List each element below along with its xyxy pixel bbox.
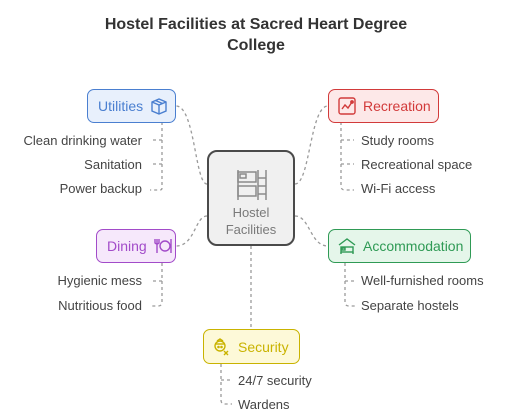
node-utilities-label: Utilities [98, 98, 144, 114]
recreation-item-2: Recreational space [361, 157, 473, 172]
dining-item-1: Hygienic mess [57, 273, 142, 288]
node-accommodation-label: Accommodation [363, 238, 464, 254]
guard-icon [212, 337, 232, 357]
bed-house-icon [337, 236, 357, 256]
recreation-item-1: Study rooms [361, 133, 434, 148]
connector-accommodation-items [344, 263, 356, 307]
connector-security-items [220, 364, 232, 405]
recreation-item-3: Wi-Fi access [361, 181, 436, 196]
connector-dining [175, 215, 208, 247]
connector-dining-items [150, 263, 163, 307]
node-accommodation[interactable]: Accommodation [328, 229, 471, 263]
box-icon [149, 96, 169, 116]
node-security-label: Security [238, 338, 289, 355]
node-recreation-label: Recreation [363, 98, 431, 114]
connector-utilities [175, 105, 208, 185]
node-recreation[interactable]: Recreation [328, 89, 439, 123]
activity-icon [337, 96, 357, 116]
security-item-2: Wardens [238, 397, 290, 412]
utilities-item-1: Clean drinking water [23, 133, 142, 148]
node-utilities[interactable]: Utilities [87, 89, 176, 123]
dining-item-2: Nutritious food [58, 298, 142, 313]
accommodation-item-1: Well-furnished rooms [361, 273, 484, 288]
connector-recreation-items [340, 122, 354, 191]
bunk-bed-icon [236, 168, 270, 207]
utilities-item-2: Sanitation [84, 157, 142, 172]
dining-icon [153, 236, 173, 256]
center-node-hostel-facilities[interactable]: Hostel Facilities [207, 150, 295, 246]
node-dining[interactable]: Dining [96, 229, 176, 263]
node-security[interactable]: Security [203, 329, 300, 364]
utilities-item-3: Power backup [59, 181, 142, 196]
connector-utilities-items [150, 122, 163, 191]
connector-recreation [294, 105, 329, 185]
connector-accommodation [294, 215, 329, 247]
accommodation-item-2: Separate hostels [361, 298, 459, 313]
security-item-1: 24/7 security [238, 373, 312, 388]
diagram-title: Hostel Facilities at Sacred Heart Degree… [104, 16, 408, 54]
center-label-line1: Hostel [232, 205, 270, 220]
center-label-line2: Facilities [225, 222, 277, 237]
node-dining-label: Dining [107, 238, 147, 254]
